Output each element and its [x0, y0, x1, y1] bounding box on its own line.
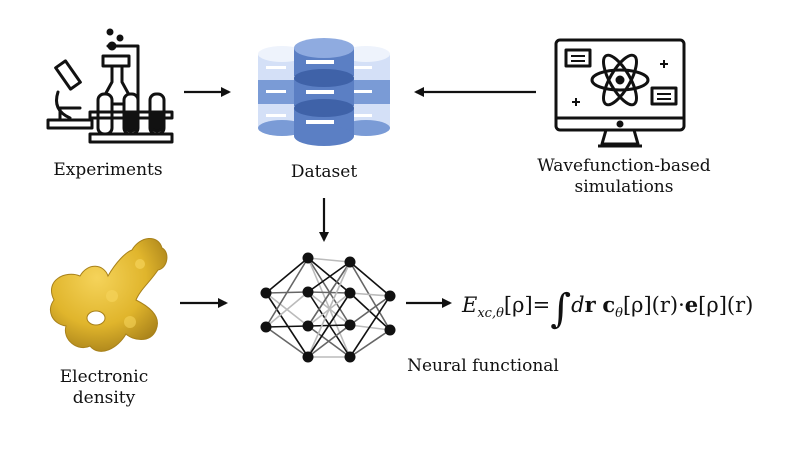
network-edge	[307, 292, 351, 358]
network-node	[302, 286, 314, 298]
flask-icon	[98, 28, 140, 106]
network-node	[344, 287, 356, 299]
network-edge	[307, 257, 351, 326]
network-node	[344, 256, 356, 268]
network-edge	[265, 291, 309, 328]
label-wavefunction-line2: simulations	[574, 177, 674, 197]
network-edge	[349, 292, 391, 331]
formula-dot: ·	[678, 293, 685, 317]
network-edge	[265, 326, 309, 358]
network-edge	[307, 291, 351, 294]
experiments-icon	[46, 28, 174, 144]
neural-network-edges	[265, 257, 391, 358]
neural-network-icon	[260, 252, 396, 363]
label-dataset: Dataset	[290, 162, 358, 182]
database-icon	[258, 38, 390, 146]
network-edge	[307, 257, 351, 263]
network-edge	[349, 329, 391, 358]
network-edge	[349, 261, 391, 297]
network-node	[344, 319, 356, 331]
test-tubes-icon	[88, 92, 174, 144]
database-center-stack	[294, 38, 354, 146]
formula-c-symbol: c	[602, 292, 616, 317]
formula-e-argument: [ρ](r)	[698, 293, 754, 317]
network-edge	[307, 257, 351, 294]
xc-energy-formula: Exc,θ[ρ]=∫dr cθ[ρ](r)·e[ρ](r)	[462, 286, 782, 332]
network-edge	[307, 324, 351, 358]
formula-c-subscript: θ	[615, 306, 623, 322]
network-edge	[349, 295, 391, 358]
formula-integral: ∫	[550, 286, 572, 332]
formula-e-symbol: e	[684, 292, 699, 317]
formula-c-argument: [ρ](r)	[622, 293, 679, 317]
network-edge	[349, 261, 391, 331]
network-edge	[349, 295, 391, 326]
atom-icon	[590, 53, 650, 107]
network-node	[260, 287, 272, 299]
formula-equals: =	[532, 293, 551, 317]
network-node	[302, 351, 314, 363]
network-edge	[307, 261, 351, 327]
label-electronic-line2: density	[72, 388, 136, 408]
microscope-icon	[46, 59, 94, 130]
network-edge	[265, 257, 309, 328]
network-edge	[265, 325, 309, 328]
network-edge	[307, 261, 351, 293]
network-edge	[307, 261, 351, 358]
formula-lhs-subscript: xc,θ	[477, 306, 504, 322]
formula-position-vector: r	[584, 292, 596, 317]
network-edge	[349, 292, 391, 297]
label-neural-functional: Neural functional	[407, 356, 559, 376]
monitor-icon	[554, 38, 686, 148]
label-experiments: Experiments	[53, 160, 163, 180]
label-wavefunction-line1: Wavefunction-based	[537, 156, 711, 176]
density-blob-icon	[50, 238, 168, 352]
network-node	[384, 290, 396, 302]
formula-lhs-argument: [ρ]	[503, 293, 533, 317]
network-edge	[265, 292, 309, 358]
neural-network-nodes	[260, 252, 396, 363]
formula-lhs-symbol: E	[462, 293, 478, 317]
network-node	[302, 320, 314, 332]
network-node	[344, 351, 356, 363]
network-node	[260, 321, 272, 333]
formula-differential: d	[571, 293, 585, 317]
network-edge	[265, 257, 309, 294]
label-electronic-line1: Electronic	[59, 367, 149, 387]
network-node	[384, 324, 396, 336]
network-node	[302, 252, 314, 264]
